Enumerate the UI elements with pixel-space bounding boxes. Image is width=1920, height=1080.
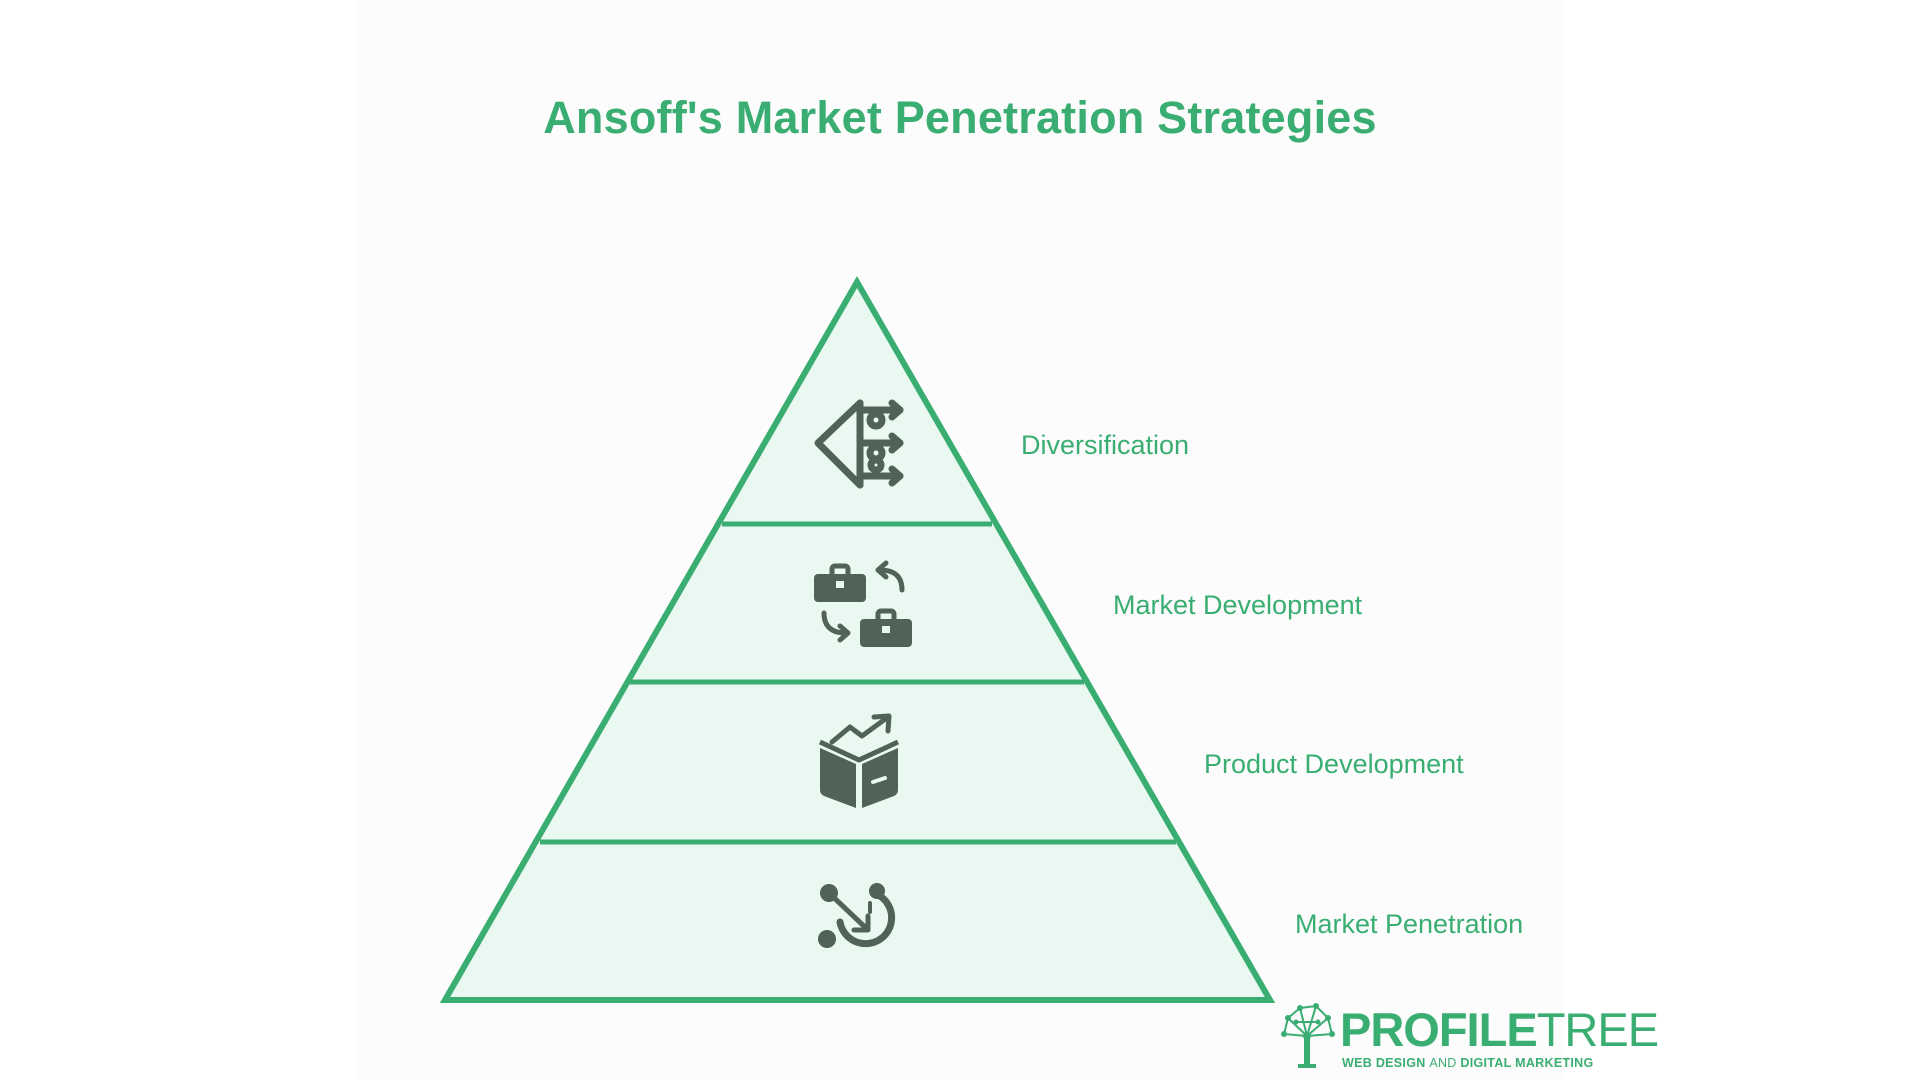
pyramid-tier-market-development [630,524,1084,682]
logo-word-tree: TREE [1536,1003,1659,1056]
route-target-icon [818,883,896,948]
profiletree-logo: PROFILETREE WEB DESIGN AND DIGITAL MARKE… [1278,1000,1659,1075]
tree-network-icon [1281,1003,1335,1068]
logo-wordmark: PROFILETREE [1340,1003,1659,1056]
pyramid-outline [439,275,1276,1003]
briefcase-swap-icon [814,560,912,647]
tier-label-product-development: Product Development [1204,749,1464,779]
logo-tagline-part-1: WEB DESIGN [1342,1056,1430,1070]
logo-tagline-part-3: DIGITAL MARKETING [1456,1056,1594,1070]
logo-word-profile: PROFILE [1340,1003,1538,1056]
split-arrows-icon [814,399,904,489]
logo-tagline: WEB DESIGN AND DIGITAL MARKETING [1342,1056,1594,1070]
logo-tagline-part-2: AND [1429,1056,1457,1070]
diagram-title: Ansoff's Market Penetration Strategies [543,92,1377,143]
tier-label-market-penetration: Market Penetration [1295,909,1524,939]
box-growth-icon [818,713,900,808]
tier-label-market-development: Market Development [1113,590,1363,620]
tier-label-diversification: Diversification [1021,430,1190,460]
